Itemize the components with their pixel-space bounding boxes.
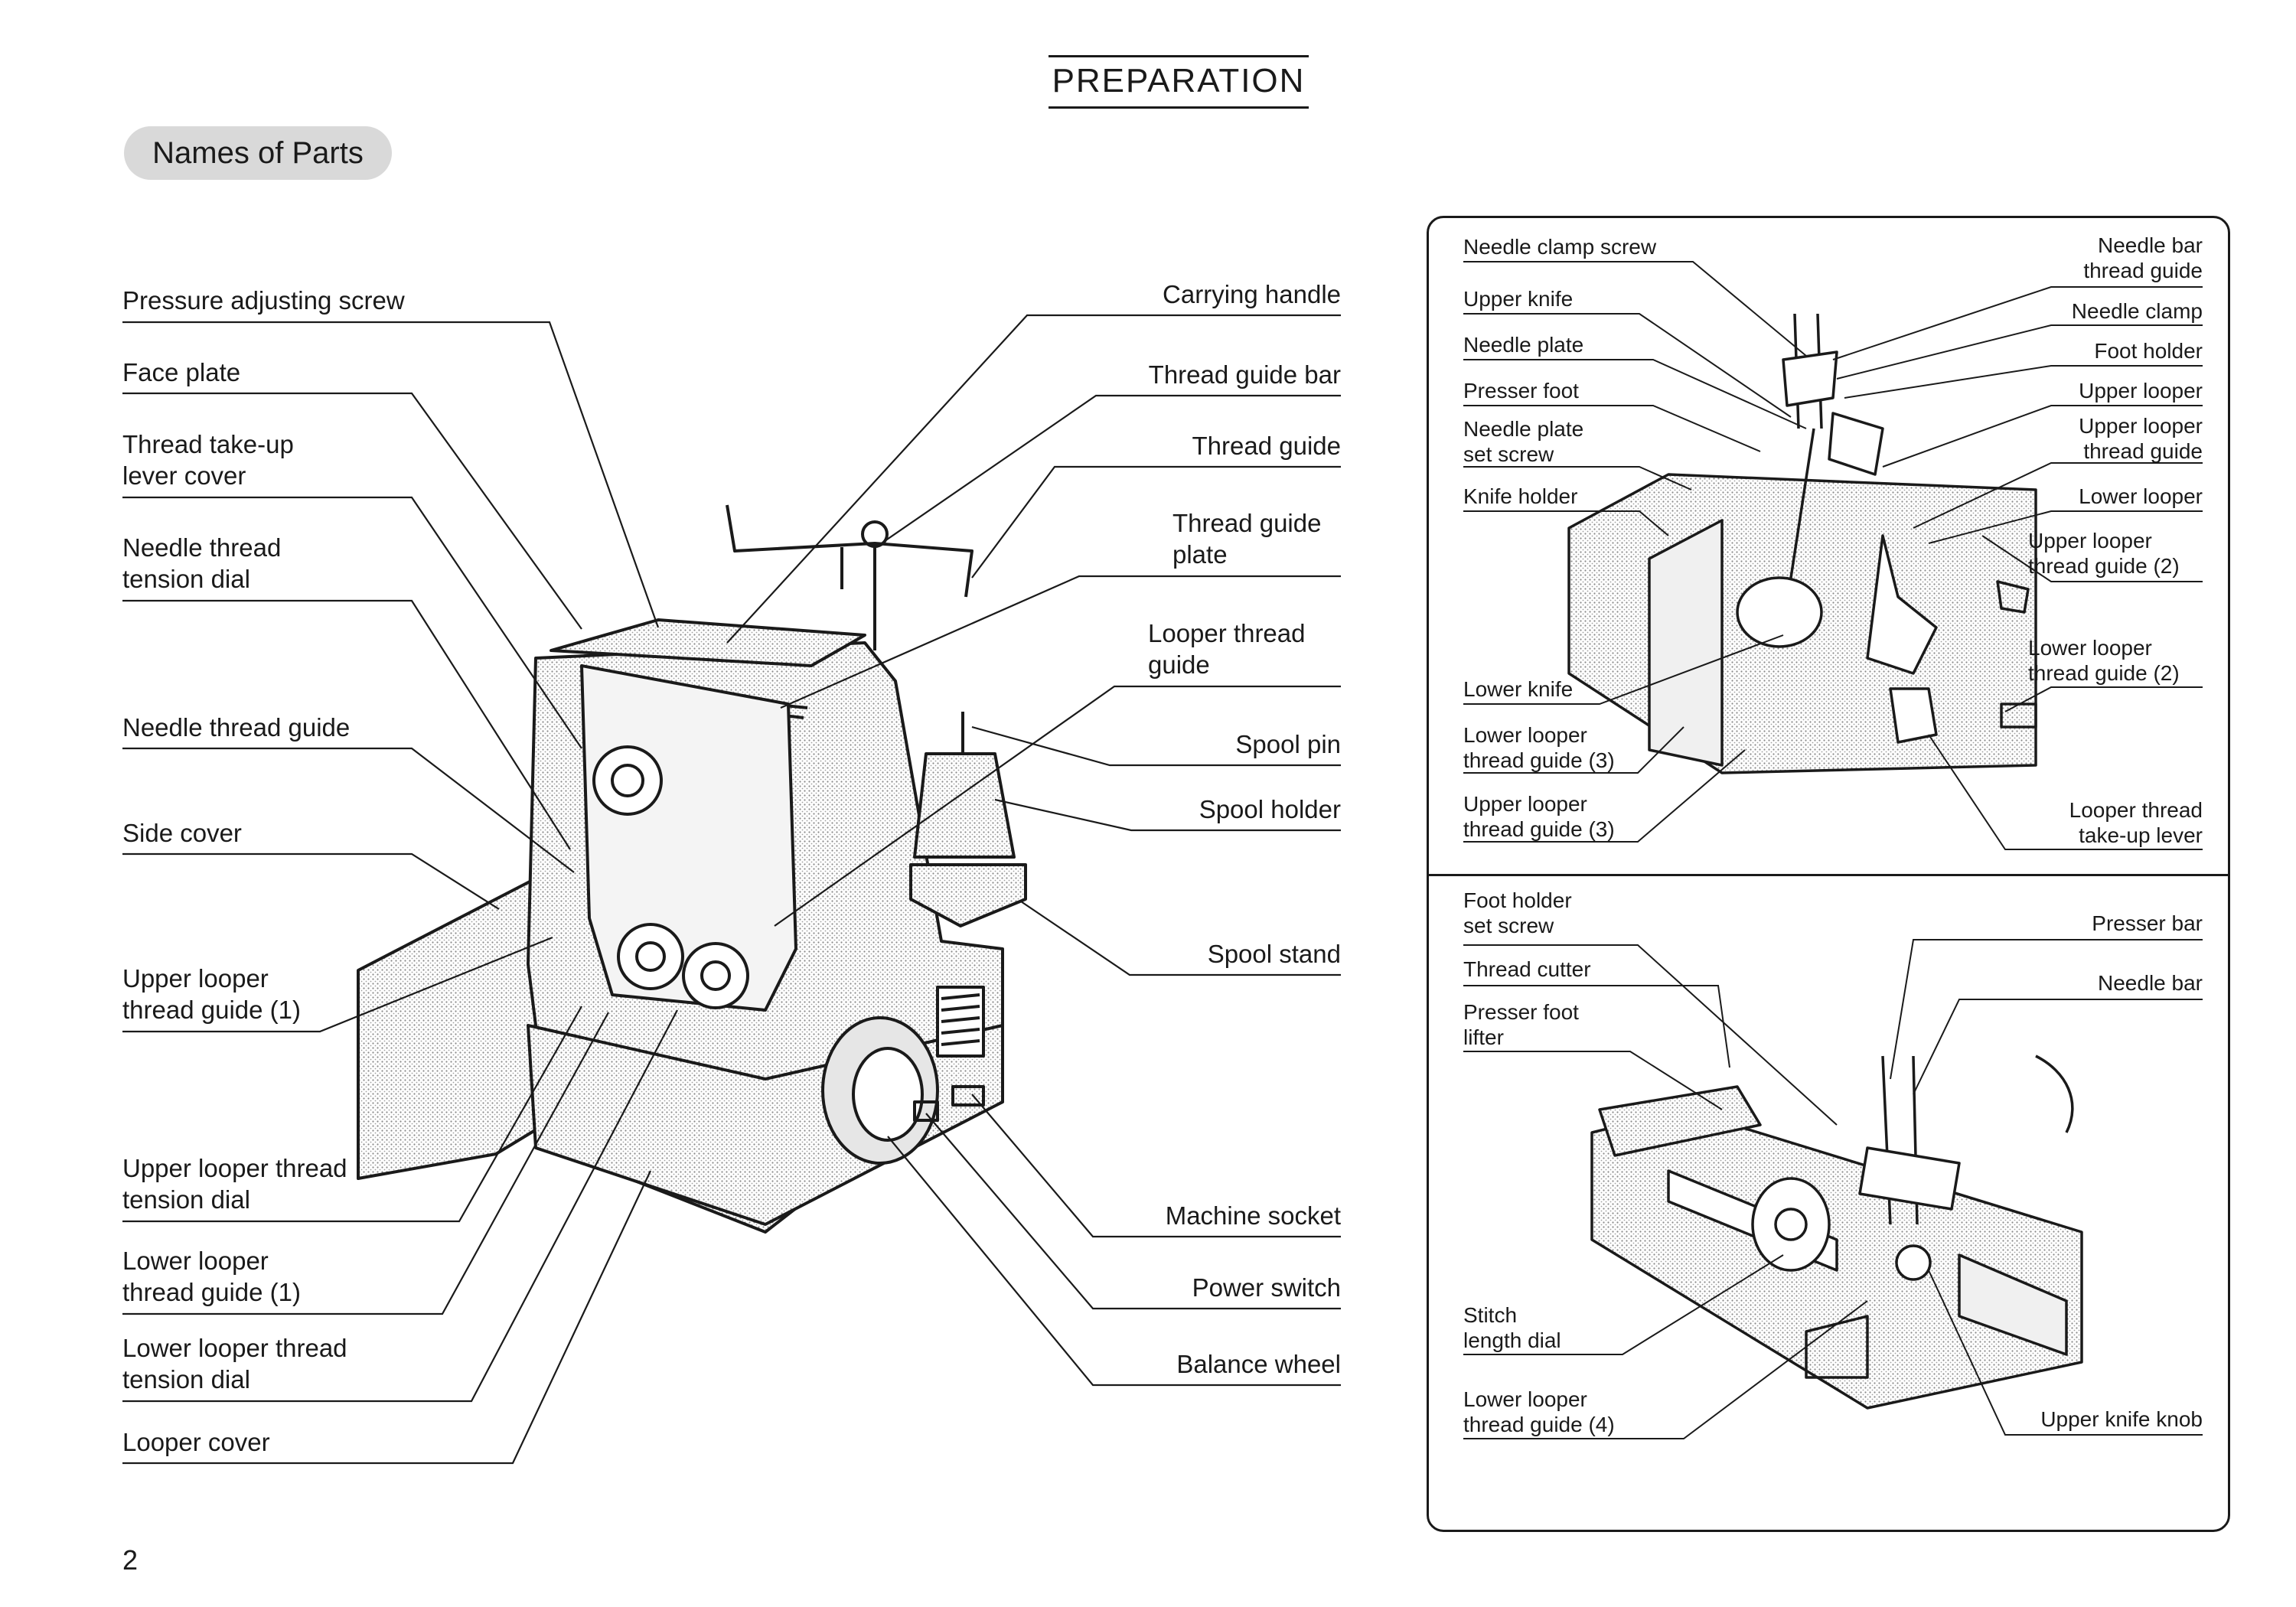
label-upper-looper-thread-guide: Upper looper thread guide: [2079, 414, 2203, 463]
label-lower-looper-thread-guide-4: Lower looper thread guide (4): [1463, 1387, 1615, 1436]
label-needle-clamp: Needle clamp: [2071, 299, 2203, 323]
label-balance-wheel: Balance wheel: [1176, 1350, 1341, 1378]
label-spool-stand: Spool stand: [1207, 940, 1341, 968]
label-presser-foot-lifter: Presser foot lifter: [1463, 1000, 1579, 1049]
label-thread-guide: Thread guide: [1192, 432, 1341, 460]
label-upper-looper-thread-guide-2: Upper looper thread guide (2): [2028, 529, 2180, 578]
label-needle-bar: Needle bar: [2098, 971, 2203, 995]
label-carrying-handle: Carrying handle: [1163, 280, 1341, 308]
label-upper-knife: Upper knife: [1463, 287, 1574, 311]
label-pressure-adjusting-screw: Pressure adjusting screw: [122, 286, 405, 315]
foot-area-detail-drawing: [1590, 1054, 2083, 1410]
label-stitch-length-dial: Stitch length dial: [1463, 1303, 1561, 1352]
page-number: 2: [122, 1544, 139, 1576]
label-needle-thread-tension-dial: Needle thread tension dial: [122, 533, 282, 593]
section-badge: Names of Parts: [124, 126, 392, 180]
leader-lines-main: [122, 314, 1341, 1465]
label-thread-guide-bar: Thread guide bar: [1148, 360, 1341, 389]
label-face-plate: Face plate: [122, 358, 241, 386]
label-lower-knife: Lower knife: [1463, 677, 1574, 701]
label-upper-looper-thread-guide-3: Upper looper thread guide (3): [1463, 792, 1615, 841]
label-lower-looper-thread-tension-dial: Lower looper thread tension dial: [122, 1334, 347, 1393]
label-looper-thread-take-up-lever: Looper thread take-up lever: [2069, 798, 2203, 847]
label-lower-looper-thread-guide-1: Lower looper thread guide (1): [122, 1247, 301, 1306]
leader-lines-bottom-inset: [1463, 939, 2203, 1439]
inset-divider: [1427, 874, 2230, 876]
label-needle-plate-set-screw: Needle plate set screw: [1463, 417, 1584, 466]
label-looper-cover: Looper cover: [122, 1428, 270, 1456]
label-side-cover: Side cover: [122, 819, 242, 847]
needle-area-detail-drawing: [1567, 313, 2037, 774]
leader-lines-top-inset: [1463, 261, 2203, 850]
label-knife-holder: Knife holder: [1463, 484, 1578, 508]
label-lower-looper-thread-guide-3: Lower looper thread guide (3): [1463, 723, 1615, 772]
label-needle-plate: Needle plate: [1463, 333, 1584, 357]
label-thread-guide-plate: Thread guide plate: [1172, 509, 1322, 569]
label-spool-pin: Spool pin: [1235, 730, 1341, 758]
label-upper-looper-thread-tension-dial: Upper looper thread tension dial: [122, 1154, 347, 1214]
label-lower-looper: Lower looper: [2079, 484, 2203, 508]
label-upper-knife-knob: Upper knife knob: [2040, 1407, 2203, 1431]
label-upper-looper: Upper looper: [2079, 379, 2203, 403]
label-power-switch: Power switch: [1192, 1273, 1341, 1302]
label-thread-cutter: Thread cutter: [1463, 957, 1591, 981]
label-thread-take-up-lever-cover: Thread take-up lever cover: [122, 430, 294, 490]
label-looper-thread-guide: Looper thread guide: [1148, 619, 1306, 679]
label-presser-foot: Presser foot: [1463, 379, 1579, 403]
serger-machine-drawing: [357, 504, 1027, 1234]
label-needle-thread-guide: Needle thread guide: [122, 713, 351, 742]
label-upper-looper-thread-guide-1: Upper looper thread guide (1): [122, 964, 301, 1024]
label-needle-clamp-screw: Needle clamp screw: [1463, 235, 1657, 259]
label-lower-looper-thread-guide-2: Lower looper thread guide (2): [2028, 636, 2180, 685]
page-title: PREPARATION: [1049, 55, 1309, 109]
label-spool-holder: Spool holder: [1199, 795, 1341, 823]
label-needle-bar-thread-guide: Needle bar thread guide: [2083, 233, 2203, 282]
label-presser-bar: Presser bar: [2092, 911, 2203, 935]
label-foot-holder: Foot holder: [2094, 339, 2203, 363]
label-foot-holder-set-screw: Foot holder set screw: [1463, 888, 1572, 937]
label-machine-socket: Machine socket: [1165, 1201, 1341, 1230]
